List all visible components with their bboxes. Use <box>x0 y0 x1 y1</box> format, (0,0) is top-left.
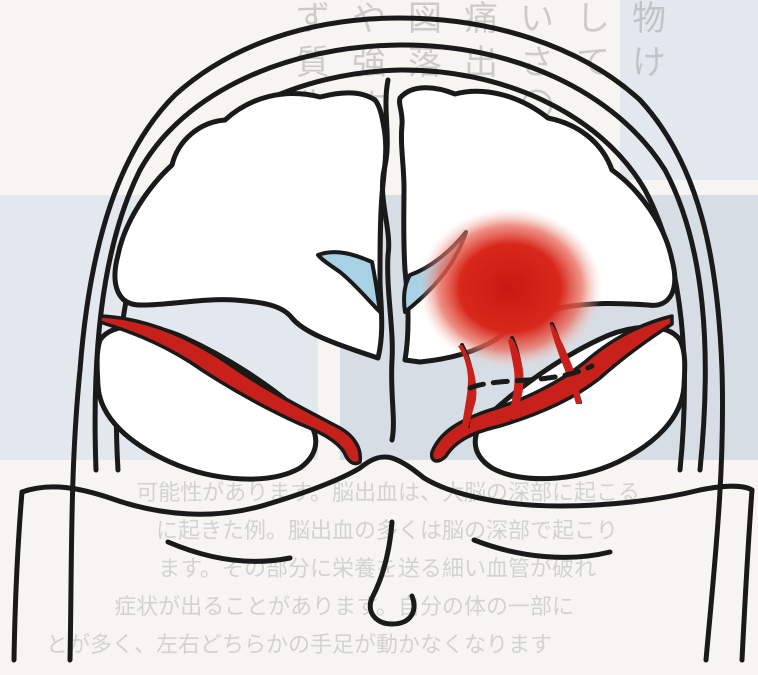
ghost-char: い <box>520 0 554 39</box>
ghost-char: け <box>632 43 666 83</box>
ghost-char: 落 <box>408 43 442 83</box>
ghost-char: ず <box>296 0 330 39</box>
ghost-char: し <box>576 0 610 39</box>
ghost-line: 症状が出ることがあります。自分の体の一部に <box>114 595 574 620</box>
ghost-line: とが多く、左右どちらかの手足が動かなくなります <box>46 633 552 658</box>
ghost-char: 質 <box>296 43 330 83</box>
ghost-line: 可能性があります。脳出血は、大脳の深部に起こる <box>136 481 640 506</box>
ghost-char: 物 <box>632 0 666 39</box>
ghost-line: に起きた例。脳出血の多くは脳の深部で起こり <box>156 519 618 544</box>
ghost-char: 痛 <box>464 0 498 39</box>
